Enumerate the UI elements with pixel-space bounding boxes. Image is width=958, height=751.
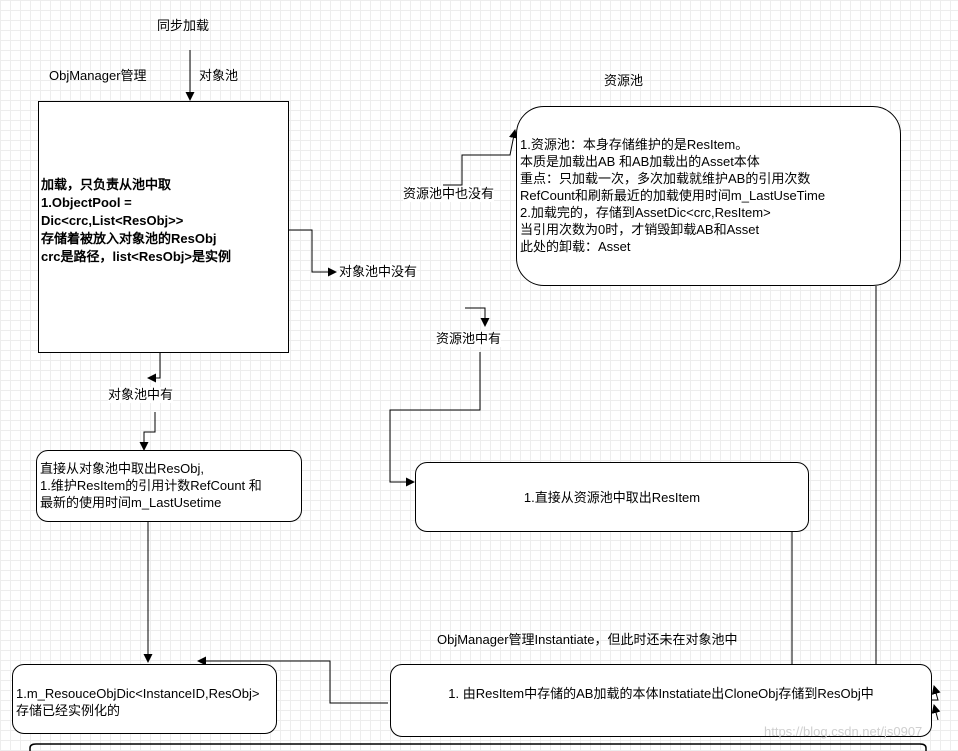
label-object-pool-none: 对象池中没有 (339, 264, 418, 280)
resobj-dic-line: 存储已经实例化的 (16, 703, 121, 718)
label-object-pool-has: 对象池中有 (108, 387, 174, 403)
resource-pool-line: 本质是加载出AB 和AB加载出的Asset本体 (520, 154, 760, 169)
take-from-object-pool-node[interactable]: 直接从对象池中取出ResObj, 1.维护ResItem的引用计数RefCoun… (36, 450, 302, 522)
label-sync-load: 同步加载 (157, 18, 210, 33)
arrow-resource-pool-none (443, 129, 518, 186)
take-object-line: 最新的使用时间m_LastUsetime (40, 495, 222, 510)
resource-pool-line: 当引用次数为0时，才销毁卸载AB和Asset (520, 222, 760, 237)
label-object-pool: 对象池 (199, 68, 239, 83)
arrow-resource-pool-has (465, 307, 490, 327)
resource-pool-line: 重点：只加载一次，多次加载就维护AB的引用次数 (520, 171, 811, 186)
label-resource-pool-title: 资源池 (604, 73, 644, 88)
label-instantiate-note: ObjManager管理Instantiate，但此时还未在对象池中 (437, 632, 738, 647)
bottom-bar (29, 743, 927, 751)
label-resource-pool-none: 资源池中也没有 (403, 186, 495, 202)
watermark: https://blog.csdn.net/js0907 (764, 724, 923, 739)
resobj-dic-line: 1.m_ResouceObjDic<InstanceID,ResObj> (16, 686, 260, 701)
arrow-object-pool-none (288, 229, 337, 277)
resobj-dic-node[interactable]: 1.m_ResouceObjDic<InstanceID,ResObj> 存储已… (12, 664, 277, 734)
take-object-line: 1.维护ResItem的引用计数RefCount 和 (40, 478, 262, 493)
resource-pool-line: 1.资源池：本身存储维护的是ResItem。 (520, 137, 749, 152)
label-obj-manager: ObjManager管理 (49, 68, 147, 83)
arrow-instantiate-to-dic (197, 656, 388, 704)
instantiate-node[interactable]: 1. 由ResItem中存储的AB加载的本体Instatiate出CloneOb… (390, 664, 932, 737)
resource-pool-line: 2.加载完的，存储到AssetDic<crc,ResItem> (520, 205, 771, 220)
resource-pool-line: RefCount和刷新最近的加载使用时间m_LastUseTime (520, 188, 826, 203)
object-pool-line: 存储着被放入对象池的ResObj (41, 231, 217, 246)
object-pool-line: 1.ObjectPool = (41, 195, 132, 210)
instantiate-line: 1. 由ResItem中存储的AB加载的本体Instatiate出CloneOb… (448, 686, 874, 701)
arrow-to-take-resource (389, 352, 481, 487)
resource-pool-line: 此处的卸载：Asset (520, 239, 631, 254)
take-from-resource-pool-node[interactable]: 1.直接从资源池中取出ResItem (415, 462, 809, 532)
arrow-to-take-object (139, 412, 156, 451)
label-resource-pool-has: 资源池中有 (436, 331, 502, 347)
take-object-line: 直接从对象池中取出ResObj, (40, 461, 204, 476)
object-pool-line: crc是路径，list<ResObj>是实例 (41, 249, 231, 264)
take-resource-line: 1.直接从资源池中取出ResItem (523, 490, 701, 505)
arrow-instantiate-edge (931, 704, 941, 721)
arrow-resource-pool-down (875, 286, 941, 701)
arrow-object-pool-has (147, 352, 161, 383)
object-pool-line: 加载，只负责从池中取 (41, 177, 172, 192)
resource-pool-node[interactable]: 1.资源池：本身存储维护的是ResItem。 本质是加载出AB 和AB加载出的A… (516, 106, 901, 286)
object-pool-node[interactable]: 加载，只负责从池中取 1.ObjectPool = Dic<crc,List<R… (38, 101, 289, 353)
object-pool-line: Dic<crc,List<ResObj>> (41, 213, 184, 228)
